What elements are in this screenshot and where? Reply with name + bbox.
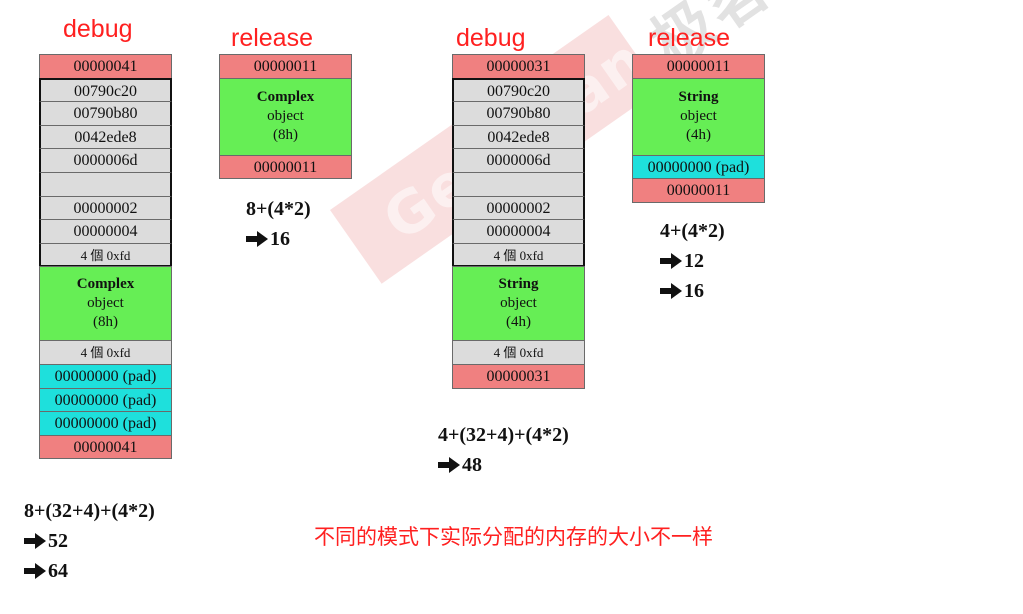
complex-object-block: Complex object (8h) (39, 266, 172, 342)
object-size: (8h) (93, 314, 118, 331)
pad-cell: 00000000 (pad) (632, 154, 765, 180)
watermark: GeekBand 极客班 (330, 0, 858, 308)
calc-result: 48 (462, 454, 482, 476)
release-string-layout: 00000011 String object (4h) 00000000 (pa… (632, 54, 765, 203)
debug-string-layout: 00000031 00790c20 00790b80 0042ede8 0000… (452, 54, 585, 389)
object-label: object (87, 295, 124, 312)
cookie-footer: 00000031 (452, 363, 585, 389)
pad-cell: 00000000 (pad) (39, 363, 172, 389)
object-type: Complex (76, 276, 135, 293)
debug-info-cell: 0000006d (39, 148, 172, 173)
object-type: String (678, 89, 719, 106)
calc-formula: 4+(4*2) (660, 220, 725, 242)
cookie-footer: 00000011 (219, 154, 352, 180)
arrow-right-icon (660, 283, 682, 299)
debug-info-cell (452, 171, 585, 197)
title-release-complex: release (231, 24, 313, 52)
calc-result: 16 (270, 228, 290, 250)
calc-formula: 8+(32+4)+(4*2) (24, 500, 155, 522)
object-size: (4h) (686, 127, 711, 144)
calc-result: 64 (48, 560, 68, 582)
cookie-footer: 00000041 (39, 434, 172, 460)
debug-info-cell: 00000002 (452, 195, 585, 221)
cookie-header: 00000011 (632, 54, 765, 79)
debug-info-cell: 0000006d (452, 148, 585, 173)
guard-bytes-cell: 4 個 0xfd (39, 242, 172, 268)
arrow-right-icon (24, 563, 46, 579)
object-type: String (498, 276, 539, 293)
calc-formula: 4+(32+4)+(4*2) (438, 424, 569, 446)
release-complex-layout: 00000011 Complex object (8h) 00000011 (219, 54, 352, 180)
title-release-string: release (648, 24, 730, 52)
arrow-right-icon (24, 533, 46, 549)
object-label: object (680, 108, 717, 125)
debug-info-cell: 00790b80 (39, 101, 172, 126)
calc-result: 12 (684, 250, 704, 272)
cookie-footer: 00000011 (632, 178, 765, 203)
debug-info-cell: 00790c20 (39, 77, 172, 103)
arrow-right-icon (660, 253, 682, 269)
arrow-right-icon (438, 457, 460, 473)
arrow-right-icon (246, 231, 268, 247)
calc-release-complex: 8+(4*2) 16 (246, 194, 311, 254)
debug-info-cell (39, 171, 172, 197)
debug-info-cell: 00790c20 (452, 77, 585, 103)
cookie-header: 00000031 (452, 54, 585, 79)
debug-complex-layout: 00000041 00790c20 00790b80 0042ede8 0000… (39, 54, 172, 460)
debug-info-cell: 0042ede8 (39, 124, 172, 150)
calc-debug-complex: 8+(32+4)+(4*2) 52 64 (24, 496, 155, 586)
object-label: object (500, 295, 537, 312)
calc-formula: 8+(4*2) (246, 198, 311, 220)
title-debug-string: debug (456, 24, 526, 52)
calc-debug-string: 4+(32+4)+(4*2) 48 (438, 420, 569, 480)
calc-release-string: 4+(4*2) 12 16 (660, 216, 725, 306)
pad-cell: 00000000 (pad) (39, 387, 172, 413)
guard-bytes-cell: 4 個 0xfd (452, 340, 585, 365)
calc-result: 16 (684, 280, 704, 302)
cookie-header: 00000011 (219, 54, 352, 79)
object-label: object (267, 108, 304, 125)
debug-info-cell: 00000004 (452, 219, 585, 244)
object-size: (4h) (506, 314, 531, 331)
string-object-block: String object (4h) (452, 266, 585, 342)
debug-info-cell: 00000002 (39, 195, 172, 221)
debug-info-cell: 00790b80 (452, 101, 585, 126)
summary-note: 不同的模式下实际分配的内存的大小不一样 (314, 525, 713, 549)
complex-object-block: Complex object (8h) (219, 77, 352, 156)
cookie-header: 00000041 (39, 54, 172, 79)
guard-bytes-cell: 4 個 0xfd (452, 242, 585, 268)
pad-cell: 00000000 (pad) (39, 411, 172, 436)
object-type: Complex (256, 89, 315, 106)
debug-info-cell: 0042ede8 (452, 124, 585, 150)
title-debug-complex: debug (63, 15, 133, 43)
string-object-block: String object (4h) (632, 77, 765, 156)
object-size: (8h) (273, 127, 298, 144)
debug-info-cell: 00000004 (39, 219, 172, 244)
calc-result: 52 (48, 530, 68, 552)
guard-bytes-cell: 4 個 0xfd (39, 340, 172, 365)
